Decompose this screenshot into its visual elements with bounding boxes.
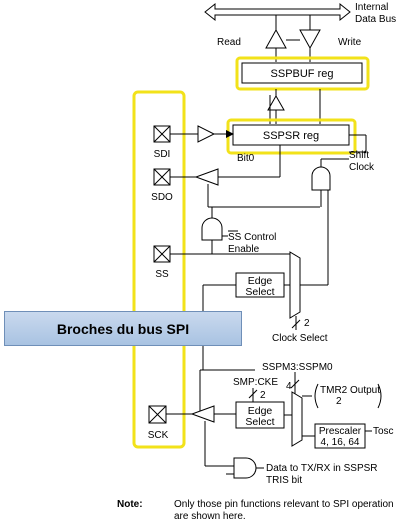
svg-text:TMR2 Output: TMR2 Output [320,385,380,396]
internal-data-bus: Internal Data Bus [204,2,396,25]
buf-to-sr-buffers [267,89,321,124]
svg-text:SSPM3:SSPM0: SSPM3:SSPM0 [262,362,333,373]
note-label: Note: [117,499,143,510]
svg-text:Edge: Edge [248,405,273,417]
svg-text:Data Bus: Data Bus [355,14,396,25]
svg-text:SSPSR reg: SSPSR reg [263,130,319,142]
svg-text:SMP:CKE: SMP:CKE [233,377,278,388]
svg-text:Bit0: Bit0 [237,153,255,164]
svg-text:Data to TX/RX in SSPSR: Data to TX/RX in SSPSR [266,463,378,474]
pins-highlight [132,90,186,449]
svg-text:SS: SS [155,269,169,280]
svg-text:Clock Select: Clock Select [272,333,328,344]
tx-rx-and-gate: Data to TX/RX in SSPSR TRIS bit [226,457,378,486]
svg-text:Enable: Enable [228,244,260,255]
svg-text:Tosc: Tosc [373,426,394,437]
shift-clock-and-gate [311,158,349,207]
svg-text:SCK: SCK [148,430,169,441]
svg-text:SDO: SDO [151,192,173,203]
svg-text:2: 2 [336,396,342,407]
spi-pins-banner: Broches du bus SPI [4,311,242,346]
svg-text:SS Control: SS Control [228,232,276,243]
svg-text:Select: Select [245,416,274,428]
svg-text:Write: Write [338,37,362,48]
svg-text:Shift: Shift [349,150,369,161]
svg-text:TRIS bit: TRIS bit [266,475,302,486]
svg-text:2: 2 [260,390,266,401]
sspsr-register: SSPSR reg Bit0 Shift Clock [226,118,375,173]
ss-pin: SS [153,245,290,280]
svg-text:4: 4 [286,381,292,392]
read-write-buffers: Read Write [217,15,362,62]
sdi-pin: SDI [153,125,234,160]
ss-control-gate: SS Control Enable [201,207,276,255]
svg-text:SDI: SDI [154,149,171,160]
note-text: Only those pin functions relevant to SPI… [174,499,394,522]
svg-text:SSPBUF reg: SSPBUF reg [271,68,334,80]
svg-text:Internal: Internal [355,2,388,13]
clock-source-section: SSPM3:SSPM0 4 SMP:CKE 2 Edge Select TMR2… [199,285,394,449]
sdo-pin: SDO [151,145,320,208]
sck-pin: SCK [148,405,236,467]
svg-text:Clock: Clock [349,162,375,173]
svg-text:Edge: Edge [248,275,273,287]
svg-text:Read: Read [217,37,241,48]
svg-text:Select: Select [245,286,274,298]
svg-text:2: 2 [304,318,310,329]
edge-select-upper: Edge Select 2 Clock Select [203,190,329,344]
sspbuf-register: SSPBUF reg [235,56,370,91]
svg-text:Prescaler: Prescaler [319,426,362,437]
svg-text:4, 16, 64: 4, 16, 64 [321,437,360,448]
